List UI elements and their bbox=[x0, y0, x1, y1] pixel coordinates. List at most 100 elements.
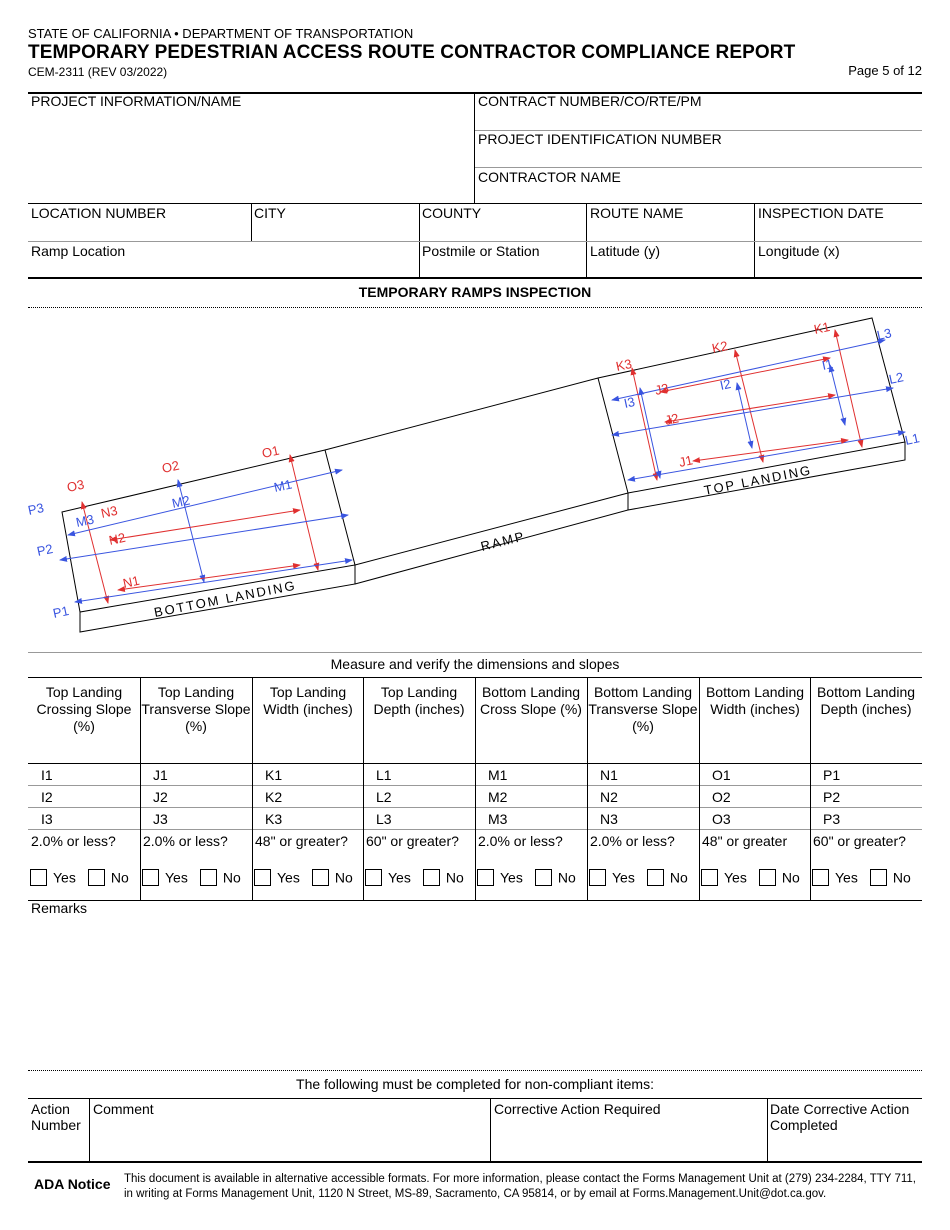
city-field[interactable]: CITY bbox=[254, 205, 286, 221]
county-field[interactable]: COUNTY bbox=[422, 205, 482, 221]
yes-checkbox[interactable] bbox=[142, 868, 159, 886]
measurement-cell[interactable]: K1 bbox=[265, 767, 283, 783]
no-label: No bbox=[669, 869, 688, 886]
measurement-cell[interactable]: N1 bbox=[600, 767, 618, 783]
yes-checkbox[interactable] bbox=[254, 868, 271, 886]
top-landing-label: TOP LANDING bbox=[703, 462, 814, 498]
ramp-location-field[interactable]: Ramp Location bbox=[31, 243, 126, 259]
measurement-cell[interactable]: K2 bbox=[265, 789, 283, 805]
table-divider bbox=[587, 678, 588, 900]
table-divider bbox=[252, 678, 253, 900]
yes-checkbox[interactable] bbox=[30, 868, 47, 886]
label-k2: K2 bbox=[711, 338, 730, 356]
label-j1: J1 bbox=[678, 452, 695, 470]
no-checkbox[interactable] bbox=[199, 868, 217, 886]
action-number-field[interactable]: Action Number bbox=[31, 1101, 81, 1133]
corrective-action-field[interactable]: Corrective Action Required bbox=[494, 1101, 661, 1117]
measurement-cell[interactable]: M2 bbox=[488, 789, 508, 805]
measurement-cell[interactable]: I1 bbox=[41, 767, 53, 783]
rule bbox=[475, 167, 922, 168]
measurement-cell[interactable]: N3 bbox=[600, 811, 618, 827]
label-j3: J3 bbox=[654, 380, 671, 398]
yes-checkbox[interactable] bbox=[812, 868, 829, 886]
j1-line bbox=[692, 437, 849, 464]
measurement-cell[interactable]: P3 bbox=[823, 811, 841, 827]
ada-notice-label: ADA Notice bbox=[34, 1176, 111, 1192]
no-checkbox[interactable] bbox=[87, 868, 105, 886]
label-m2: M2 bbox=[171, 493, 192, 511]
column-header: Top Landing Transverse Slope (%) bbox=[141, 684, 251, 734]
project-id-field[interactable]: PROJECT IDENTIFICATION NUMBER bbox=[478, 131, 722, 147]
project-info-field[interactable]: PROJECT INFORMATION/NAME bbox=[31, 93, 242, 109]
no-checkbox[interactable] bbox=[534, 868, 552, 886]
date-completed-field[interactable]: Date Corrective Action Completed bbox=[770, 1101, 910, 1133]
bottom-landing-label: BOTTOM LANDING bbox=[153, 578, 298, 620]
measurement-cell[interactable]: I3 bbox=[41, 811, 53, 827]
label-i2: I2 bbox=[719, 376, 733, 393]
latitude-field[interactable]: Latitude (y) bbox=[590, 243, 661, 259]
rule bbox=[28, 652, 922, 653]
measurement-cell[interactable]: M3 bbox=[488, 811, 508, 827]
criterion-label: 2.0% or less? bbox=[143, 833, 228, 849]
i3-line bbox=[638, 387, 662, 479]
remarks-field[interactable] bbox=[28, 918, 922, 1066]
comment-field[interactable]: Comment bbox=[93, 1101, 154, 1117]
label-p3: P3 bbox=[27, 500, 46, 518]
yes-checkbox[interactable] bbox=[589, 868, 606, 886]
p1-line bbox=[74, 558, 353, 604]
measurement-cell[interactable]: L2 bbox=[376, 789, 392, 805]
no-checkbox[interactable] bbox=[758, 868, 776, 886]
measurement-cell[interactable]: O3 bbox=[712, 811, 731, 827]
agency-name: STATE OF CALIFORNIA • DEPARTMENT OF TRAN… bbox=[28, 26, 414, 41]
longitude-field[interactable]: Longitude (x) bbox=[758, 243, 840, 259]
measurement-cell[interactable]: K3 bbox=[265, 811, 283, 827]
location-number-field[interactable]: LOCATION NUMBER bbox=[31, 205, 167, 221]
measurement-cell[interactable]: J2 bbox=[153, 789, 168, 805]
measurement-cell[interactable]: P1 bbox=[823, 767, 841, 783]
criterion-label: 2.0% or less? bbox=[590, 833, 675, 849]
divider bbox=[251, 204, 252, 242]
no-checkbox[interactable] bbox=[311, 868, 329, 886]
no-checkbox[interactable] bbox=[422, 868, 440, 886]
no-checkbox[interactable] bbox=[869, 868, 887, 886]
postmile-field[interactable]: Postmile or Station bbox=[422, 243, 540, 259]
table-divider bbox=[475, 678, 476, 900]
contract-number-field[interactable]: CONTRACT NUMBER/CO/RTE/PM bbox=[478, 93, 702, 109]
label-j2: J2 bbox=[664, 410, 681, 428]
rule bbox=[475, 130, 922, 131]
yes-checkbox[interactable] bbox=[365, 868, 382, 886]
yes-checkbox[interactable] bbox=[701, 868, 718, 886]
measurement-cell[interactable]: M1 bbox=[488, 767, 508, 783]
measurement-cell[interactable]: L1 bbox=[376, 767, 392, 783]
measurement-cell[interactable]: J3 bbox=[153, 811, 168, 827]
no-label: No bbox=[557, 869, 576, 886]
measurement-cell[interactable]: P2 bbox=[823, 789, 841, 805]
yes-label: Yes bbox=[388, 869, 411, 886]
label-l1: L1 bbox=[904, 430, 921, 448]
no-label: No bbox=[110, 869, 129, 886]
label-m1: M1 bbox=[273, 477, 294, 495]
yes-checkbox[interactable] bbox=[477, 868, 494, 886]
label-k3: K3 bbox=[615, 356, 634, 374]
route-name-field[interactable]: ROUTE NAME bbox=[590, 205, 684, 221]
no-checkbox[interactable] bbox=[646, 868, 664, 886]
dotted-rule bbox=[28, 307, 922, 308]
measurement-cell[interactable]: O1 bbox=[712, 767, 731, 783]
criterion-label: 2.0% or less? bbox=[31, 833, 116, 849]
criterion-label: 2.0% or less? bbox=[478, 833, 563, 849]
inspection-date-field[interactable]: INSPECTION DATE bbox=[758, 205, 884, 221]
measurement-cell[interactable]: J1 bbox=[153, 767, 168, 783]
column-header: Bottom Landing Transverse Slope (%) bbox=[588, 684, 698, 734]
measurement-cell[interactable]: L3 bbox=[376, 811, 392, 827]
contractor-name-field[interactable]: CONTRACTOR NAME bbox=[478, 169, 621, 185]
label-k1: K1 bbox=[813, 319, 832, 337]
measurement-cell[interactable]: I2 bbox=[41, 789, 53, 805]
yes-label: Yes bbox=[277, 869, 300, 886]
area-labels: BOTTOM LANDING RAMP TOP LANDING bbox=[153, 462, 814, 620]
table-divider bbox=[140, 678, 141, 900]
table-divider bbox=[810, 678, 811, 900]
measurement-cell[interactable]: N2 bbox=[600, 789, 618, 805]
measurement-cell[interactable]: O2 bbox=[712, 789, 731, 805]
